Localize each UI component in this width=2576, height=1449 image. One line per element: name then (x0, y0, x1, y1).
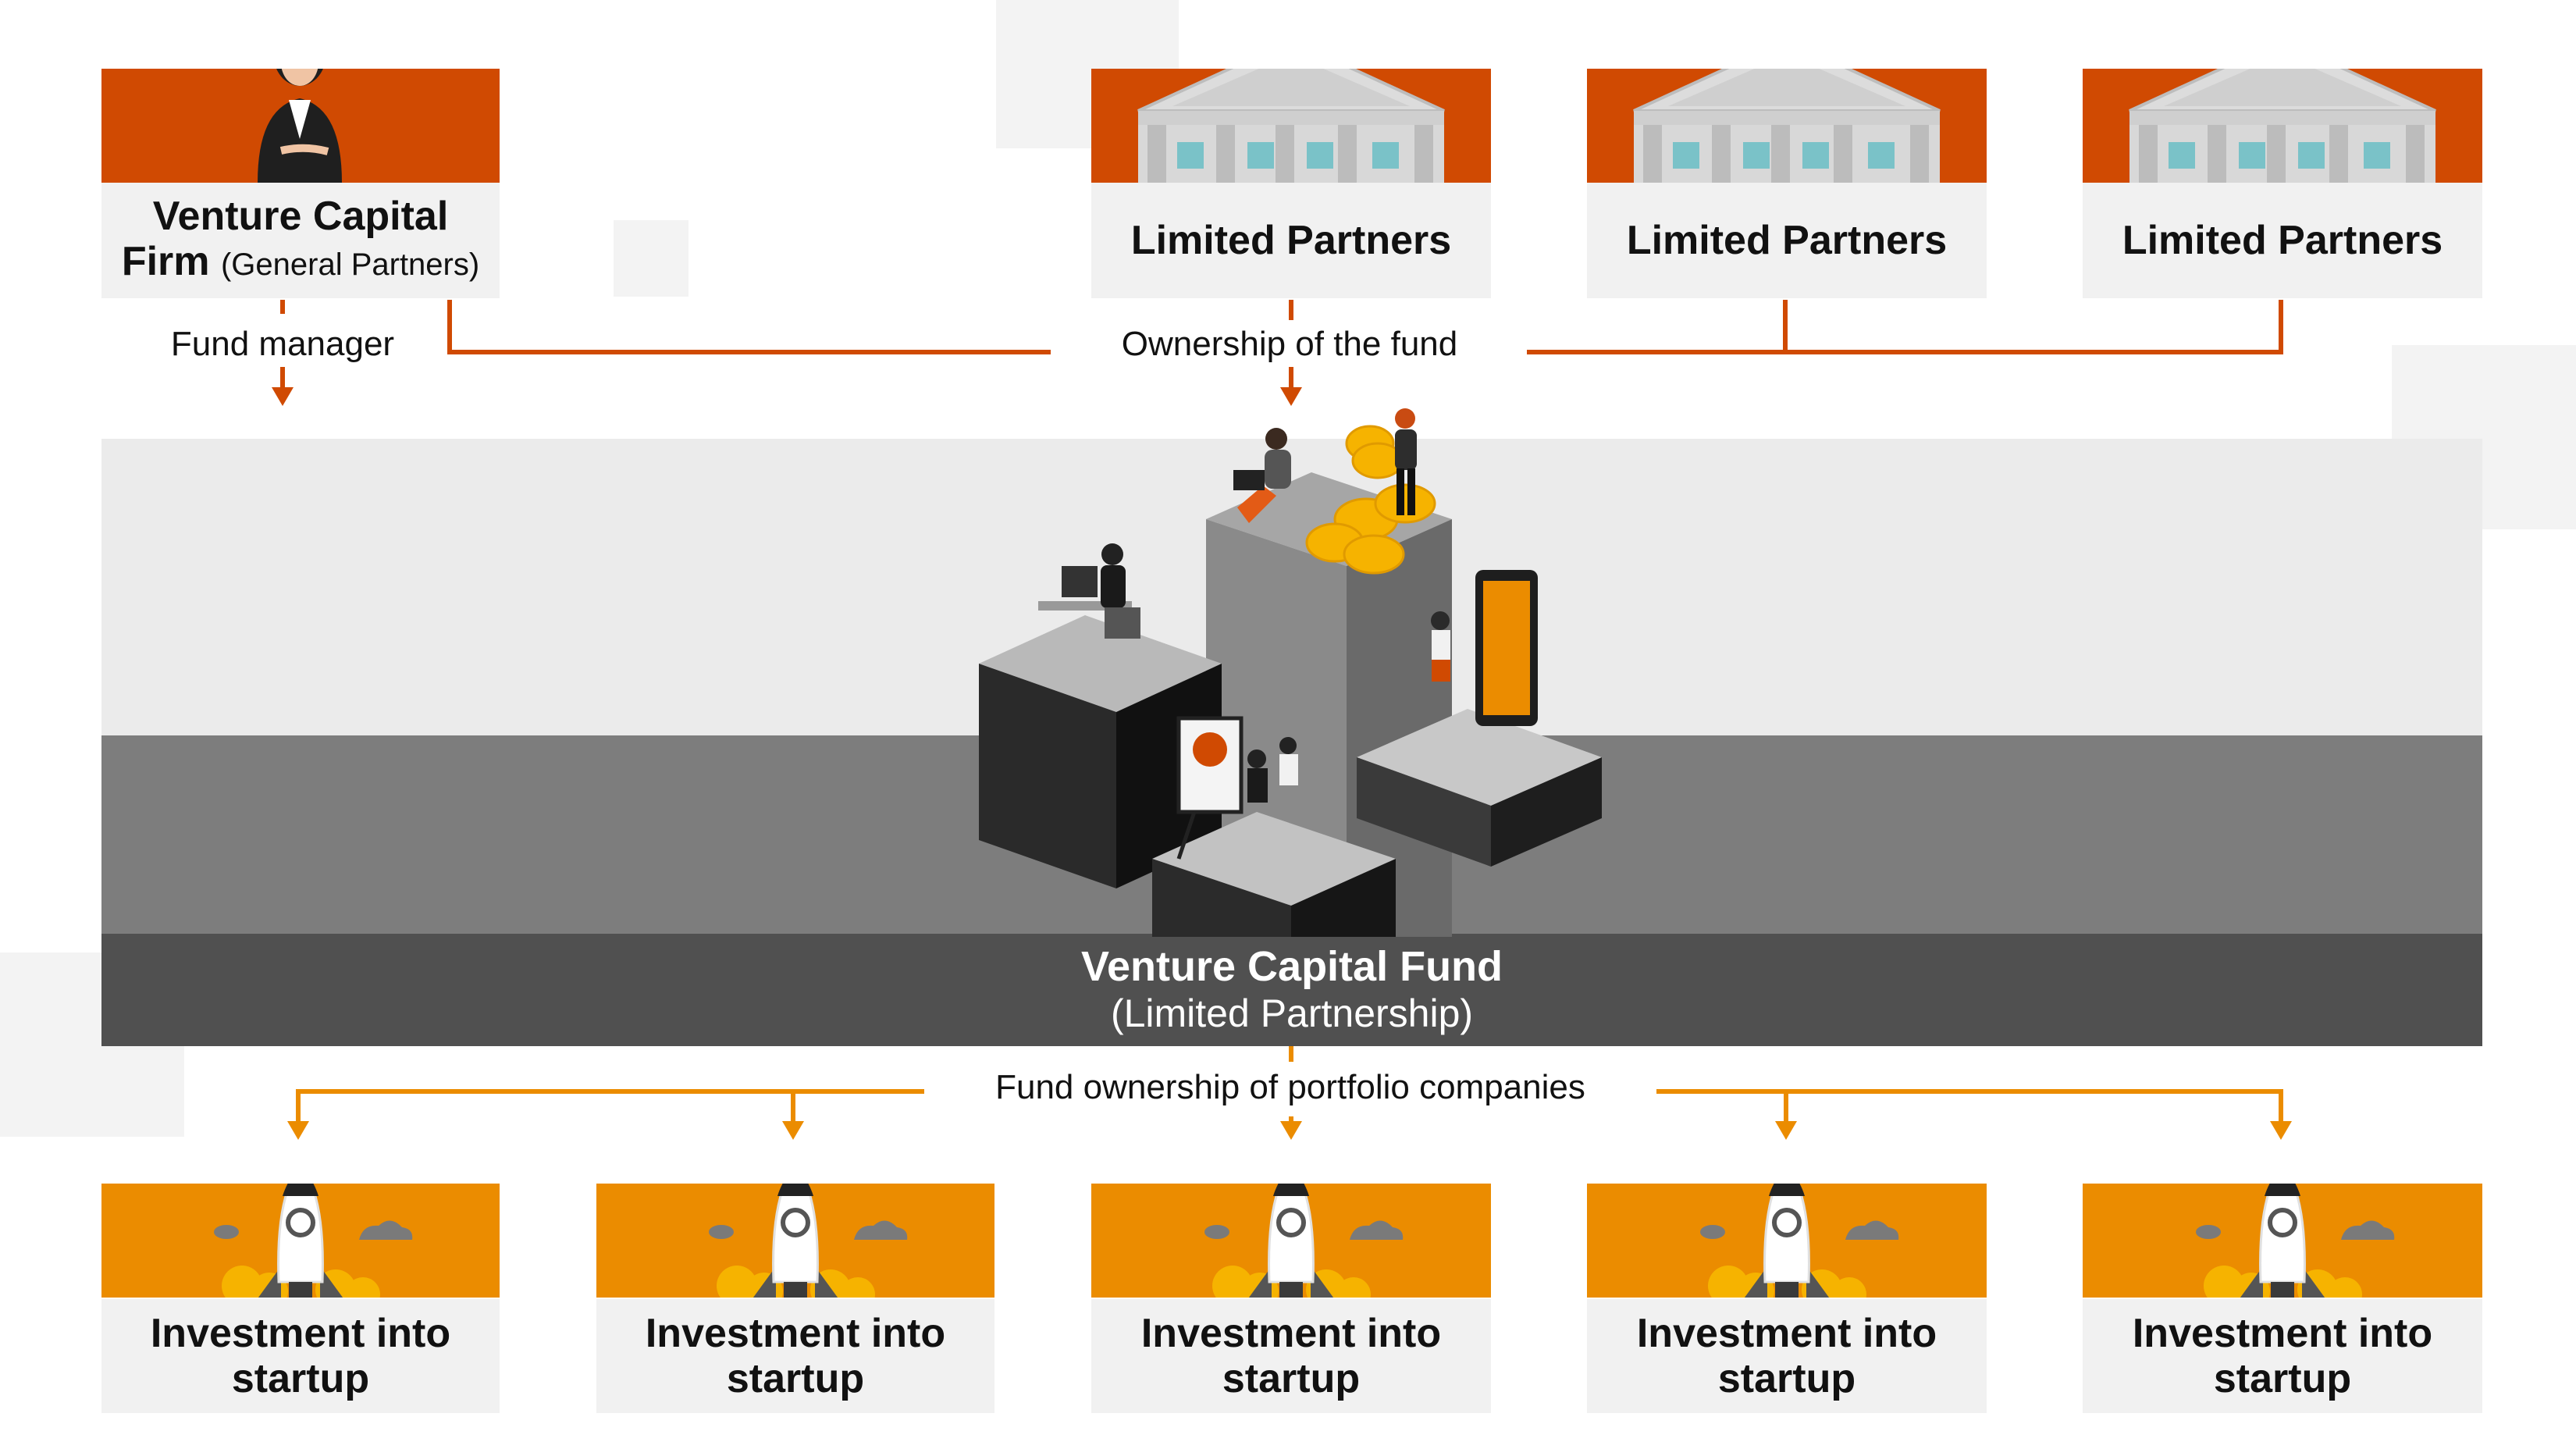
rocket-icon (1204, 1184, 1404, 1298)
lp-card-3: Limited Partners (2083, 69, 2482, 298)
startup-card-3: Investment into startup (1091, 1184, 1491, 1413)
startup-card-2: Investment into startup (596, 1184, 994, 1413)
lp-band (2083, 69, 2482, 183)
bank-building-icon (2129, 69, 2436, 183)
startup-card-5: Investment into startup (2083, 1184, 2482, 1413)
startup-label-line2: startup (2213, 1356, 2352, 1401)
gp-card: Venture Capital Firm (General Partners) (101, 69, 500, 298)
startup-label: Investment into startup (1091, 1299, 1491, 1413)
gp-title-line2: Firm (121, 239, 210, 284)
startup-label-line2: startup (1222, 1356, 1361, 1401)
startup-label: Investment into startup (2083, 1299, 2482, 1413)
startup-label-line1: Investment into (1636, 1311, 1937, 1356)
startup-label: Investment into startup (1587, 1299, 1987, 1413)
bank-building-icon (1137, 69, 1445, 183)
rocket-icon (1700, 1184, 1899, 1298)
gp-band (101, 69, 500, 183)
rocket-icon (709, 1184, 908, 1298)
businesswoman-icon (258, 69, 342, 183)
fund-manager-label: Fund manager (170, 325, 395, 363)
gp-title-line1: Venture Capital (152, 194, 449, 239)
lp-card-1: Limited Partners (1091, 69, 1491, 298)
arrow-head (287, 1121, 309, 1140)
startup-label-line2: startup (231, 1356, 370, 1401)
lp-band (1587, 69, 1987, 183)
rocket-icon (214, 1184, 413, 1298)
startup-band (596, 1184, 994, 1298)
startup-label: Investment into startup (596, 1299, 994, 1413)
top-connectors (272, 300, 2283, 406)
startup-label-line2: startup (1717, 1356, 1856, 1401)
gp-label: Venture Capital Firm (General Partners) (101, 183, 500, 298)
arrow-head (1775, 1121, 1797, 1140)
lp-card-2: Limited Partners (1587, 69, 1987, 298)
ownership-label: Ownership of the fund (1121, 325, 1458, 363)
rocket-icon (2196, 1184, 2395, 1298)
isometric-team-pedestals-illustration (979, 408, 1602, 937)
bank-building-icon (1633, 69, 1941, 183)
startup-label: Investment into startup (101, 1299, 500, 1413)
lp-label: Limited Partners (2083, 183, 2482, 298)
fund-title-box: Venture Capital Fund (Limited Partnershi… (101, 934, 2482, 1046)
portfolio-ownership-label: Fund ownership of portfolio companies (995, 1068, 1585, 1106)
startup-band (101, 1184, 500, 1298)
startup-card-4: Investment into startup (1587, 1184, 1987, 1413)
startup-card-1: Investment into startup (101, 1184, 500, 1413)
startup-label-line1: Investment into (2132, 1311, 2433, 1356)
decorative-square (614, 220, 688, 297)
gp-title-line2-wrap: Firm (General Partners) (122, 239, 479, 287)
arrow-head (1280, 1121, 1302, 1140)
startup-band (1587, 1184, 1987, 1298)
lp-label: Limited Partners (1091, 183, 1491, 298)
fund-title: Venture Capital Fund (1080, 943, 1503, 990)
startup-label-line1: Investment into (1140, 1311, 1442, 1356)
lp-band (1091, 69, 1491, 183)
arrow-head (782, 1121, 804, 1140)
startup-label-line1: Investment into (150, 1311, 451, 1356)
fund-subtitle: (Limited Partnership) (1110, 992, 1474, 1035)
startup-label-line2: startup (726, 1356, 865, 1401)
startup-band (1091, 1184, 1491, 1298)
lp-label: Limited Partners (1587, 183, 1987, 298)
arrow-head (2270, 1121, 2292, 1140)
arrow-head (1280, 387, 1302, 406)
bottom-connectors (287, 1046, 2292, 1140)
startup-label-line1: Investment into (645, 1311, 946, 1356)
gp-title-sub: (General Partners) (220, 247, 480, 282)
startup-band (2083, 1184, 2482, 1298)
arrow-head (272, 387, 294, 406)
